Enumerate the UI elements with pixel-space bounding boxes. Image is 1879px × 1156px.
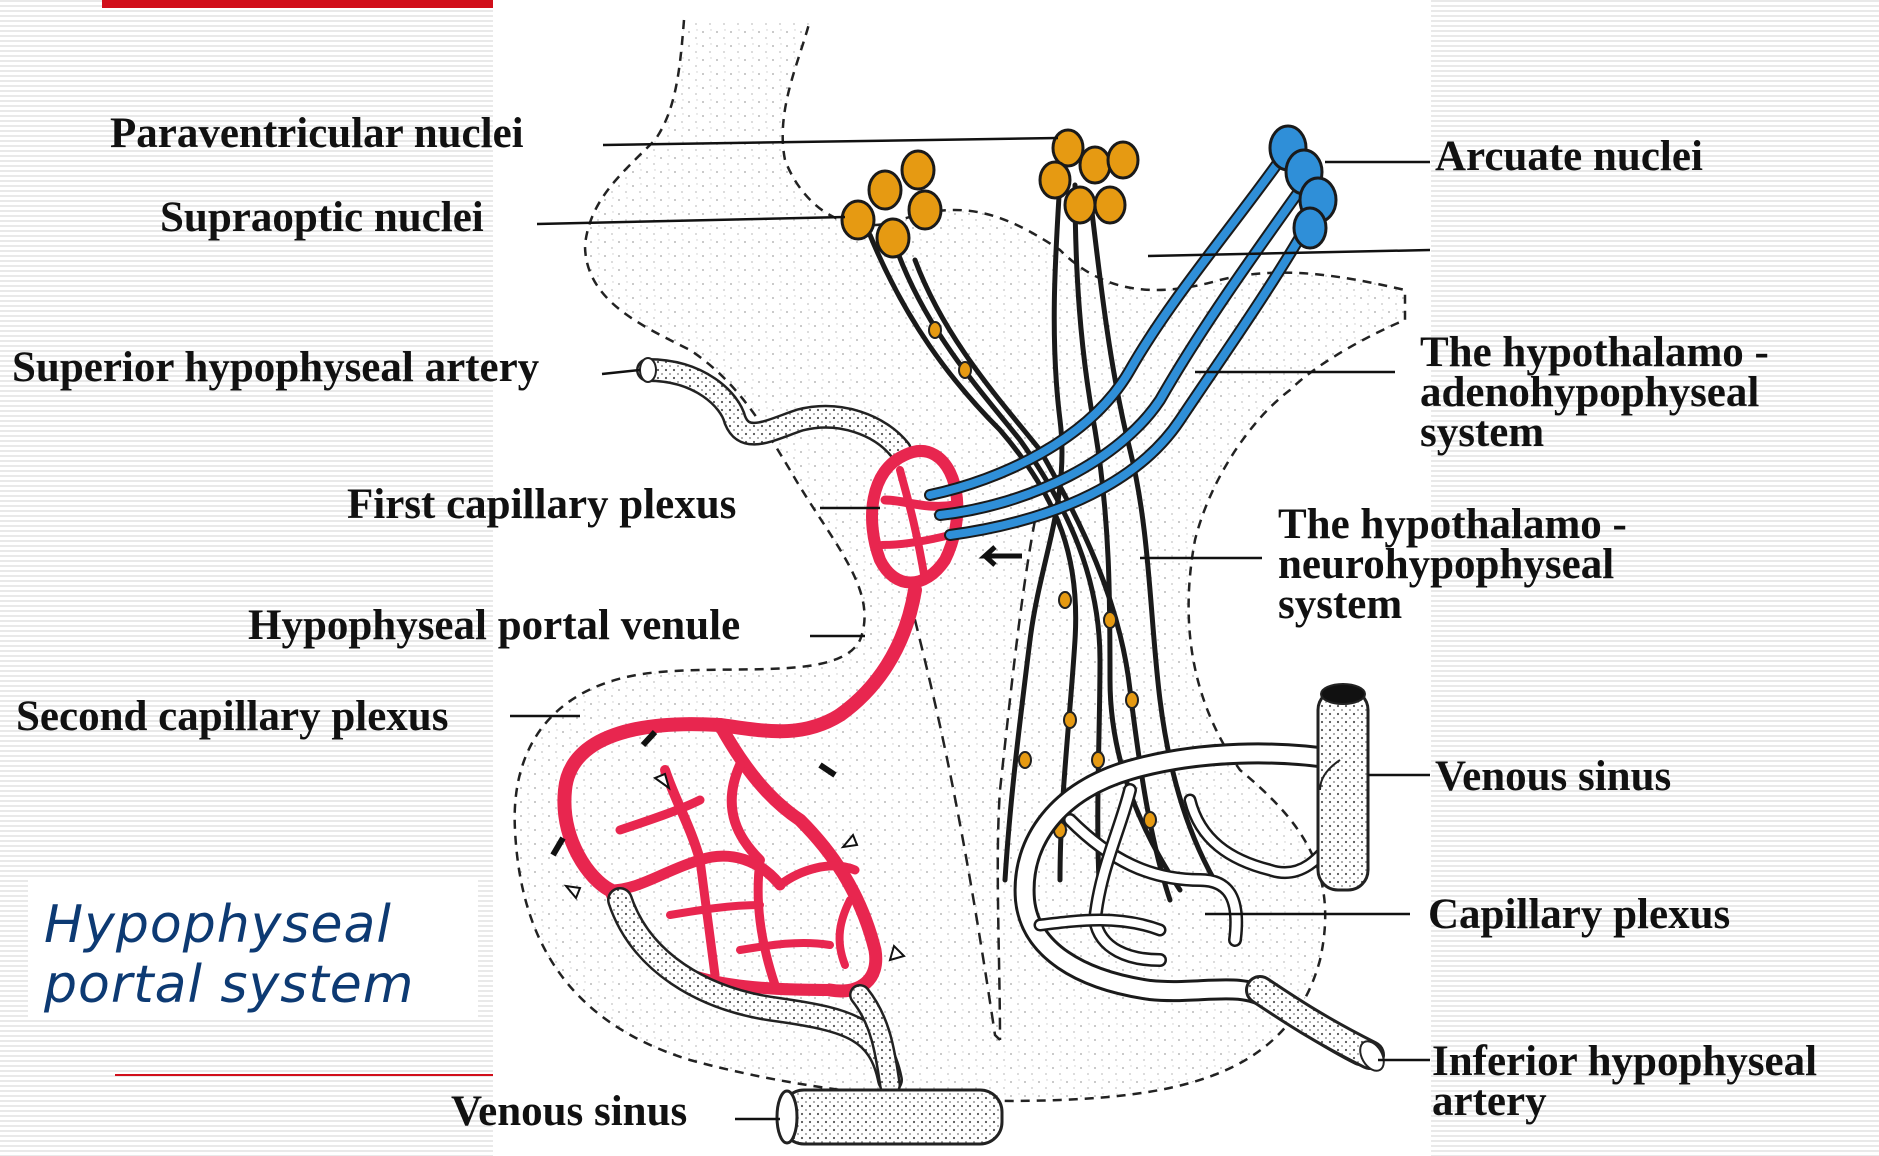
capillary-plexus-label: Capillary plexus	[1428, 893, 1730, 936]
title-line2: portal system	[44, 955, 414, 1015]
hypothalamo-neuro-line3: system	[1278, 585, 1627, 625]
venous-sinus-bottom-vessel	[777, 1090, 1002, 1144]
inferior-artery-line2: artery	[1432, 1082, 1817, 1122]
inferior-hypophyseal-artery-label: Inferior hypophyseal artery	[1432, 1042, 1817, 1122]
hypophyseal-portal-venule-label: Hypophyseal portal venule	[248, 604, 740, 647]
inferior-artery-line1: Inferior hypophyseal	[1432, 1042, 1817, 1082]
slide-title: Hypophyseal portal system	[44, 895, 414, 1015]
hypothalamo-neuro-line1: The hypothalamo -	[1278, 505, 1627, 545]
supraoptic-nuclei-label: Supraoptic nuclei	[160, 196, 484, 239]
title-line1: Hypophyseal	[44, 895, 414, 955]
first-capillary-plexus-label: First capillary plexus	[347, 483, 736, 526]
venous-sinus-right-vessel	[1318, 684, 1368, 890]
hypothalamo-adeno-line3: system	[1420, 413, 1769, 453]
paraventricular-nuclei-label: Paraventricular nuclei	[110, 112, 524, 155]
venous-sinus-bottom-label: Venous sinus	[451, 1090, 687, 1133]
artery-opening	[640, 358, 656, 382]
hypothalamo-adenohypophyseal-label: The hypothalamo - adenohypophyseal syste…	[1420, 333, 1769, 453]
hypothalamo-adeno-line1: The hypothalamo -	[1420, 333, 1769, 373]
title-underline	[115, 1074, 493, 1076]
venous-sinus-right-label: Venous sinus	[1435, 755, 1671, 798]
second-capillary-plexus-label: Second capillary plexus	[16, 695, 448, 738]
hypothalamo-adeno-line2: adenohypophyseal	[1420, 373, 1769, 413]
hypothalamo-neurohypophyseal-label: The hypothalamo - neurohypophyseal syste…	[1278, 505, 1627, 625]
superior-hypophyseal-artery-label: Superior hypophyseal artery	[12, 346, 539, 389]
hypothalamo-neuro-line2: neurohypophyseal	[1278, 545, 1627, 585]
arcuate-nuclei-label: Arcuate nuclei	[1435, 135, 1703, 178]
